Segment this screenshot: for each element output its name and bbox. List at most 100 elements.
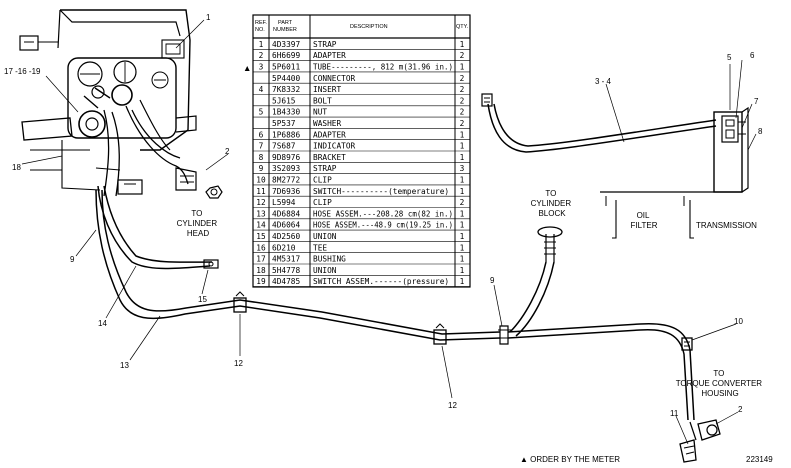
table-cell-ref: 15 (256, 232, 266, 241)
callout-5: 5 (727, 53, 732, 62)
table-header-qty: QTY. (456, 24, 469, 30)
hose-to-torque-converter (507, 322, 695, 421)
table-cell-part: 5P4400 (272, 74, 300, 83)
indicator-bracket (713, 106, 749, 193)
callout-numbers: 1 2 3 - 4 5 6 7 8 9 9 10 11 2 12 12 13 1… (4, 13, 763, 418)
clip-12-left (233, 291, 247, 313)
table-row: 17 4M5317 BUSHING 1 (253, 255, 470, 265)
table-cell-description: CLIP (313, 176, 332, 185)
table-cell-part: 7D6936 (272, 187, 300, 196)
table-cell-qty: 1 (460, 153, 465, 162)
clip-12-right (433, 323, 447, 345)
callout-12-right: 12 (448, 401, 457, 410)
table-cell-ref: 10 (256, 176, 266, 185)
table-cell-description: WASHER (313, 119, 341, 128)
callout-15: 15 (198, 295, 207, 304)
callout-18: 18 (12, 163, 21, 172)
table-cell-ref: 4 (259, 85, 264, 94)
table-cell-qty: 1 (460, 243, 465, 252)
table-cell-qty: 1 (460, 176, 465, 185)
table-cell-ref: 8 (259, 153, 264, 162)
table-cell-description: BOLT (313, 96, 332, 105)
transmission-housing (600, 191, 742, 239)
table-cell-qty: 1 (460, 255, 465, 264)
table-cell-ref: 13 (256, 209, 266, 218)
table-cell-description: SWITCH----------(temperature) (313, 187, 449, 196)
table-header-description: DESCRIPTION (350, 24, 388, 30)
callout-13: 13 (120, 361, 129, 370)
table-row: 18 5H4778 UNION 1 (253, 266, 470, 276)
table-cell-ref: 19 (256, 277, 266, 286)
table-cell-ref: 2 (259, 51, 264, 60)
table-cell-ref: 3 (259, 63, 264, 72)
table-cell-description: STRAP (313, 164, 337, 173)
table-cell-description: ADAPTER (313, 51, 346, 60)
table-cell-qty: 2 (460, 108, 465, 117)
table-cell-description: UNION (313, 266, 337, 275)
table-cell-qty: 1 (460, 266, 465, 275)
diagram-labels: TO CYLINDER HEAD TO CYLINDER BLOCK OIL F… (177, 189, 774, 464)
callout-12-left: 12 (234, 359, 243, 368)
adapter-fitting-right (697, 419, 721, 441)
table-cell-ref: 17 (256, 255, 266, 264)
table-cell-description: INDICATOR (313, 142, 356, 151)
table-cell-ref: 11 (256, 187, 266, 196)
table-cell-part: 5P537 (272, 119, 296, 128)
gauge-panel-assembly (19, 9, 501, 341)
label-oil-filter: OIL FILTER (631, 211, 658, 230)
label-drawing-number: 223149 (746, 455, 773, 464)
table-cell-part: 5H4778 (272, 266, 300, 275)
table-row-mark: ▲ (243, 63, 251, 73)
table-cell-description: CLIP (313, 198, 332, 207)
table-cell-description: HOSE ASSEM.---208.28 cm(82 in.) (313, 209, 453, 218)
temperature-switch (679, 421, 697, 463)
table-cell-part: 7K8332 (272, 85, 300, 94)
callout-17-16-19: 17 -16 -19 (4, 67, 41, 76)
callout-9-right: 9 (490, 276, 495, 285)
callout-2-left: 2 (225, 147, 230, 156)
table-cell-part: 3S2093 (272, 164, 300, 173)
table-cell-part: 7S687 (272, 142, 296, 151)
callout-7: 7 (754, 97, 759, 106)
tube-assembly (481, 93, 717, 153)
union-fitting (203, 259, 219, 269)
table-cell-ref: 18 (256, 266, 266, 275)
table-cell-part: 4D6064 (272, 221, 300, 230)
table-cell-part: 1P6886 (272, 130, 300, 139)
label-to-cylinder-block: TO CYLINDER BLOCK (531, 189, 574, 218)
table-cell-part: 4D4785 (272, 277, 300, 286)
strap-9-right (498, 325, 512, 345)
table-cell-qty: 1 (460, 142, 465, 151)
label-footnote: ▲ ORDER BY THE METER (520, 455, 620, 464)
table-cell-qty: 2 (460, 51, 465, 60)
table-cell-part: 4D3397 (272, 40, 300, 49)
table-cell-description: NUT (313, 108, 327, 117)
table-cell-description: UNION (313, 232, 337, 241)
callout-9-left: 9 (70, 255, 75, 264)
callout-3-4: 3 - 4 (595, 77, 612, 86)
table-cell-description: BUSHING (313, 255, 346, 264)
table-cell-part: 4M5317 (272, 255, 300, 264)
table-cell-qty: 1 (460, 187, 465, 196)
table-cell-ref: 9 (259, 164, 264, 173)
table-cell-part: 5J615 (272, 96, 296, 105)
table-cell-description: ADAPTER (313, 130, 346, 139)
table-cell-part: 9D8976 (272, 153, 300, 162)
callout-14: 14 (98, 319, 107, 328)
label-to-cylinder-head: TO CYLINDER HEAD (177, 209, 220, 238)
